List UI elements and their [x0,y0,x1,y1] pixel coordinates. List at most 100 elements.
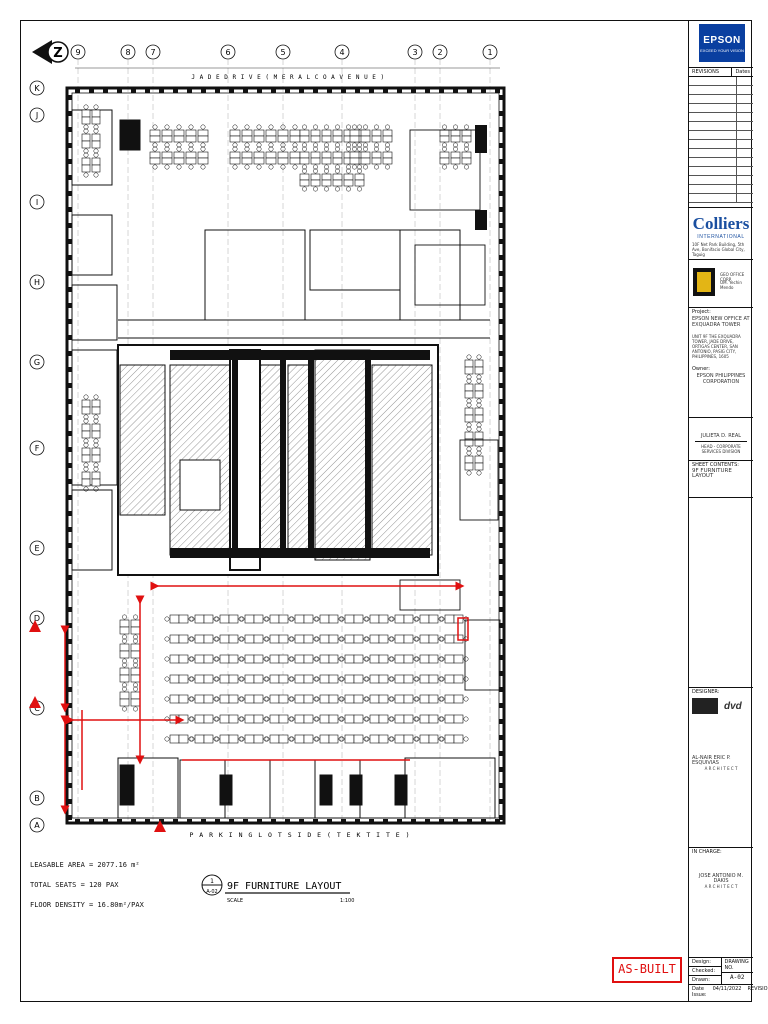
revision-row [689,140,753,149]
revision-row [689,185,753,194]
revision-row [689,95,753,104]
svg-text:C: C [34,704,40,713]
svg-text:J: J [35,111,38,120]
drawing-sheet-border [20,20,752,1002]
north-arrow: Z [32,40,69,64]
row-grid-bubble: B [29,790,45,806]
contractor-person: OM. Yechin Mendo [720,280,742,290]
dates-label: Dates [731,68,753,76]
svg-text:1: 1 [487,48,492,57]
revisions-label: REVISIONS [692,69,720,75]
row-grid: K J I H G F E D C B A [29,80,45,833]
owner-name: EPSON PHILIPPINES CORPORATION [696,373,746,385]
drawing-number-value: A-02 [730,974,745,981]
svg-text:9: 9 [75,48,80,57]
column-grid-bubble: 1 [482,44,498,820]
row-grid-bubble: G [29,354,45,370]
consultant-box: Colliers INTERNATIONAL 10F Net Park Buil… [689,208,753,260]
lower-workstations [119,614,469,744]
svg-text:H: H [34,278,40,287]
drawing-title-text: 9F FURNITURE LAYOUT [227,881,341,892]
svg-text:I: I [36,198,38,207]
in-charge-name: JOSE ANTONIO M. DAKIS [698,873,744,884]
architect-name: AL-NAIR ERIC P. ESQUIVIAS [692,755,731,766]
as-built-stamp: AS-BUILT [612,957,682,983]
street-label-bottom: P A R K I N G L O T S I D E ( T E K T I … [189,831,410,839]
drawing-title: 1 A-02 9F FURNITURE LAYOUT SCALE 1:100 [201,874,354,904]
column-grid-bubble: 9 [70,44,86,820]
revision-row [689,86,753,95]
designer-logo: dvd [724,700,742,712]
row-grid-bubble: I [29,194,45,210]
svg-text:2: 2 [437,48,442,57]
row-grid-bubble: K [29,80,45,96]
title-block: EPSON EXCEED YOUR VISION REVISIONS Dates… [688,20,768,1002]
upper-left-rooms [71,109,118,571]
total-seats: TOTAL SEATS = 120 PAX [30,881,119,889]
revision-row [689,176,753,185]
epson-logo: EPSON EXCEED YOUR VISION [699,24,745,62]
area-stats: LEASABLE AREA = 2077.16 m² TOTAL SEATS =… [30,855,144,915]
revision-row [689,158,753,167]
revision-row [689,194,753,203]
svg-text:B: B [34,794,40,803]
client-logo-box: EPSON EXCEED YOUR VISION [689,20,753,68]
svg-text:D: D [34,614,40,623]
facade-mullions [68,89,503,823]
svg-text:3: 3 [412,48,417,57]
row-grid-bubble: A [29,817,45,833]
building-core [117,344,439,576]
revision-row [689,167,753,176]
svg-text:A: A [34,821,40,830]
red-dimension-markers [60,581,469,815]
svg-text:E: E [34,544,39,553]
floor-density: FLOOR DENSITY = 16.80m²/PAX [30,901,144,909]
signatory-name: JULIETA D. REAL [700,433,742,439]
svg-text:8: 8 [125,48,130,57]
row-grid-bubble: D [29,610,45,626]
scale-label: SCALE [227,898,243,904]
svg-text:6: 6 [225,48,230,57]
revisions-table: REVISIONS Dates [689,68,753,208]
svg-text:F: F [35,444,40,453]
date-issue: 04/11/2022 [712,986,742,992]
revision-row [689,77,753,86]
leasable-area: LEASABLE AREA = 2077.16 m² [30,861,140,869]
column-grid-bubble: 2 [432,44,448,820]
sheet-contents: 9F FURNITURE LAYOUT [692,468,732,479]
svg-text:K: K [34,84,40,93]
project-address: UNIT 9F THE EXQUADRA TOWER, JADE DRIVE, … [692,334,741,359]
revision-row [689,104,753,113]
revision-row [689,113,753,122]
north-label: Z [53,46,62,61]
lower-rooms [117,757,496,819]
svg-text:G: G [34,358,40,367]
row-grid-bubble: F [29,440,45,456]
revision-row [689,131,753,140]
colliers-logo: Colliers [692,214,750,233]
revision-rows [689,77,753,203]
in-charge-box: IN CHARGE: JOSE ANTONIO M. DAKIS A R C H… [689,848,753,958]
designer-box: DESIGNER: dvd AL-NAIR ERIC P. ESQUIVIAS … [689,688,753,848]
upper-workstations [81,104,484,492]
corridor-walls [118,119,490,339]
row-grid-bubble: J [29,107,45,123]
drawing-sheet-ref: A-02 [206,889,217,895]
contractor-name: GEO OFFICE CORP. [720,272,745,282]
contractor-box: GEO OFFICE CORP. OM. Yechin Mendo [689,260,753,308]
scale-value: 1:100 [340,898,354,904]
right-meeting-rooms [399,125,501,691]
red-marker [154,820,166,832]
street-label-top: J A D E D R I V E ( M E R A L C O A V E … [191,74,384,81]
signatory-title: HEAD - CORPORATE SERVICES DIVISION [701,444,741,454]
revision-row [689,122,753,131]
revision-row [689,149,753,158]
project-name: EPSON NEW OFFICE AT EXQUADRA TOWER [692,316,750,328]
row-grid-bubble: E [29,540,45,556]
svg-text:4: 4 [339,48,344,57]
drawing-number: 1 [210,878,214,885]
svg-text:7: 7 [150,48,155,57]
row-grid-bubble: H [29,274,45,290]
project-box: Project: EPSON NEW OFFICE AT EXQUADRA TO… [689,308,753,418]
